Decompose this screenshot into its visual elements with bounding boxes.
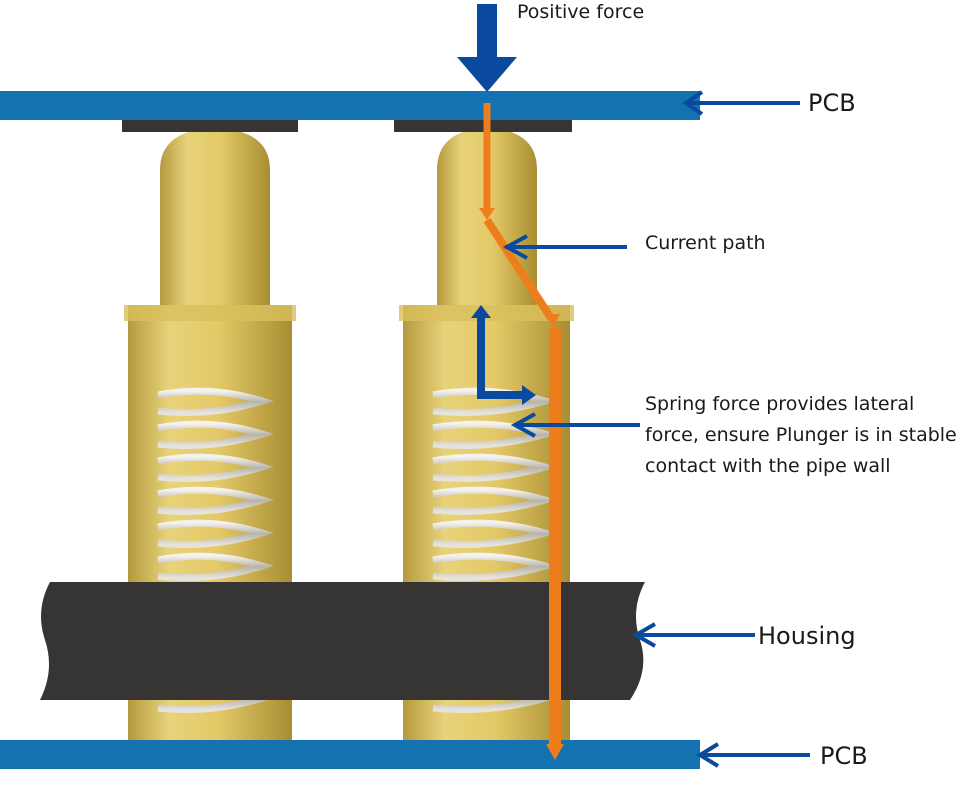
spring-coil — [157, 519, 274, 549]
spring-coil — [432, 519, 558, 549]
housing-label: Housing — [758, 622, 856, 650]
spring-coil — [432, 420, 558, 450]
current-path — [479, 103, 564, 760]
pcb-bottom-label: PCB — [820, 742, 868, 770]
contact-pad-right — [394, 120, 572, 132]
pcb-top-label: PCB — [808, 89, 856, 117]
pcb-top-arrow — [682, 90, 800, 116]
spring-force-arrow — [471, 305, 640, 438]
spring-coil — [432, 552, 558, 582]
contact-pad-left — [122, 120, 298, 132]
positive-force-label: Positive force — [517, 1, 645, 23]
current-path-label: Current path — [645, 232, 766, 254]
spring-coil — [432, 486, 558, 516]
positive-force-arrow — [457, 4, 517, 92]
spring-coil — [157, 552, 274, 582]
housing — [40, 582, 645, 700]
spring-coil — [157, 420, 274, 450]
current-path-arrow — [502, 234, 627, 260]
pcb-bottom — [0, 740, 700, 769]
spring-coil — [157, 486, 274, 516]
spring-coil — [157, 453, 274, 483]
housing-arrow — [632, 622, 755, 648]
spring-coil — [157, 387, 274, 417]
spring-coil — [432, 387, 558, 417]
spring-coil — [432, 453, 558, 483]
pcb-bottom-arrow — [696, 742, 810, 768]
spring-force-label: Spring force provides lateral force, ens… — [645, 393, 957, 477]
pcb-top — [0, 91, 700, 120]
